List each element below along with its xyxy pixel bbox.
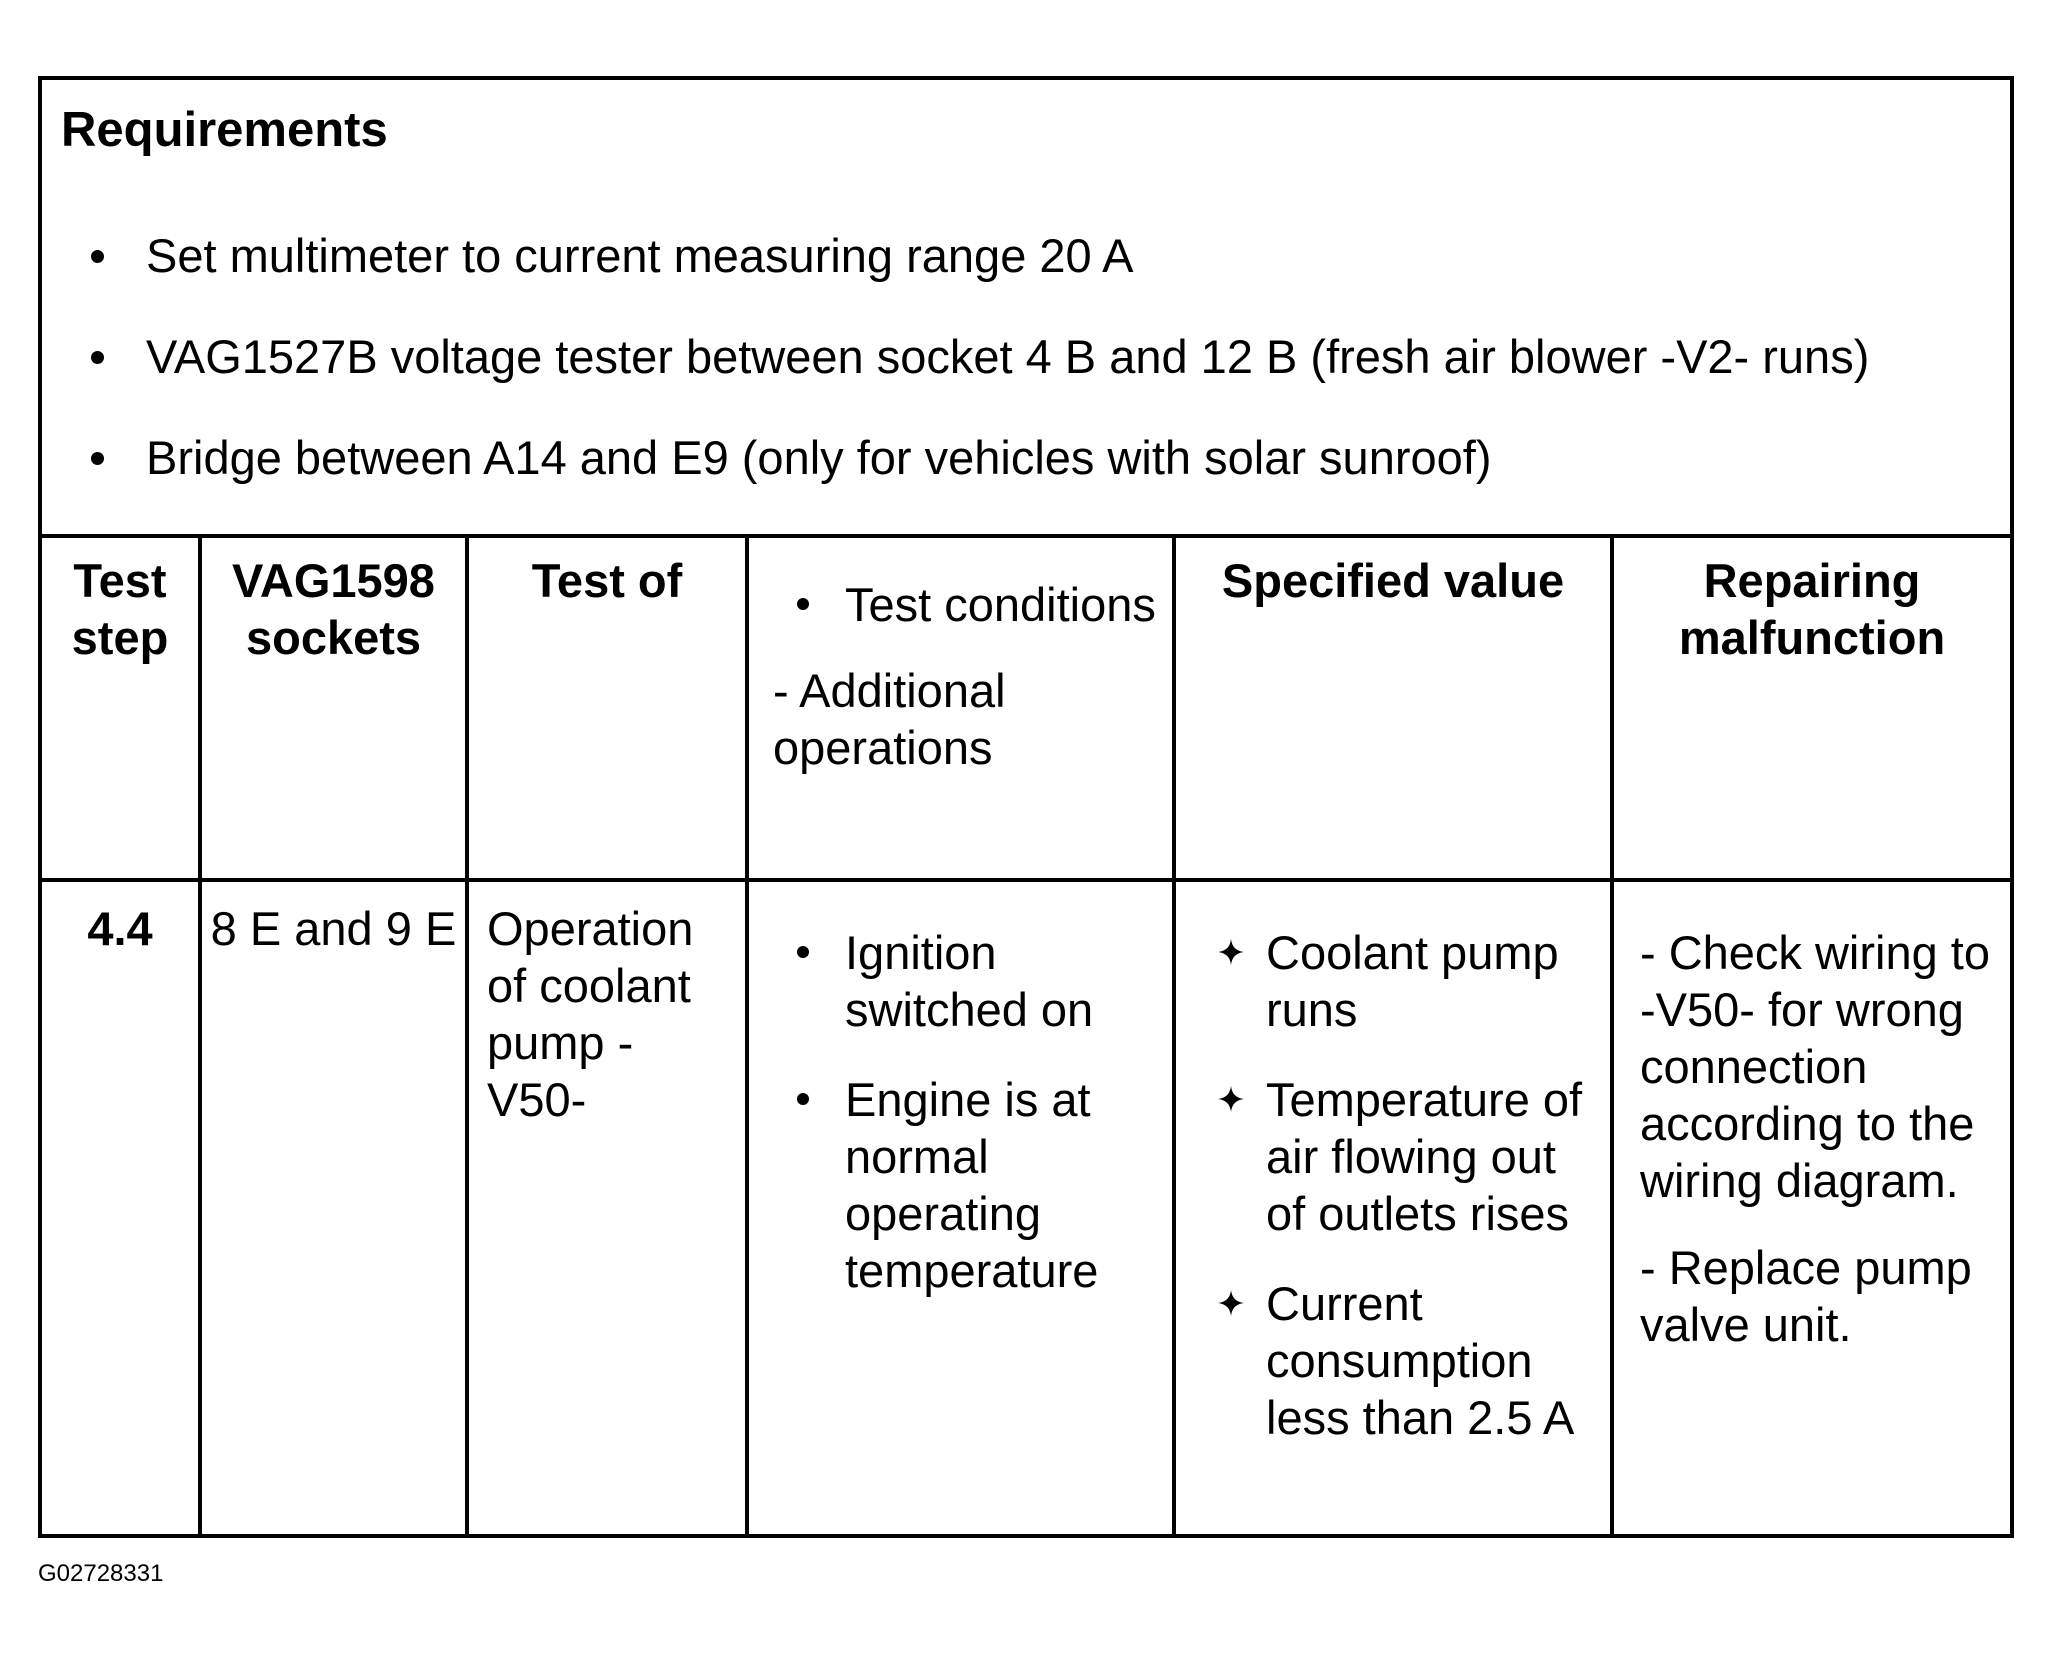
requirement-item: Set multimeter to current measuring rang… bbox=[42, 226, 1869, 327]
column-divider bbox=[465, 534, 469, 1534]
specified-values-list: Coolant pump runs Temperature of air flo… bbox=[1194, 924, 1600, 1446]
header-test-step: Test step bbox=[71, 554, 169, 664]
specified-value-text: Temperature of air flowing out of outlet… bbox=[1266, 1073, 1583, 1240]
requirement-item: VAG1527B voltage tester between socket 4… bbox=[42, 327, 1869, 428]
bullet-icon bbox=[797, 598, 809, 610]
requirements-title: Requirements bbox=[61, 103, 388, 157]
header-conditions-item: Test conditions bbox=[773, 576, 1172, 633]
diamond-bullet-icon bbox=[1218, 1086, 1244, 1112]
requirements-list: Set multimeter to current measuring rang… bbox=[42, 226, 1869, 529]
cell-repairing-malfunction: - Check wiring to -V50- for wrong connec… bbox=[1614, 924, 2010, 1383]
bullet-icon bbox=[797, 1093, 809, 1105]
header-repairing-malfunction: Repairing malfunction bbox=[1678, 554, 1946, 664]
cell-test-of: Operation of coolant pump - V50- bbox=[487, 902, 694, 1126]
procedure-table-frame: Requirements Set multimeter to current m… bbox=[38, 76, 2014, 1538]
header-specified-value: Specified value bbox=[1221, 554, 1565, 607]
column-divider bbox=[1172, 534, 1176, 1534]
specified-value-text: Coolant pump runs bbox=[1266, 926, 1559, 1036]
bullet-icon bbox=[91, 351, 104, 364]
specified-value-item: Current consumption less than 2.5 A bbox=[1194, 1275, 1600, 1446]
figure-id: G02728331 bbox=[38, 1560, 164, 1587]
cell-test-step: 4.4 bbox=[87, 902, 153, 955]
header-conditions-text: Test conditions bbox=[845, 578, 1156, 631]
header-test-conditions: Test conditions - Additional operations bbox=[749, 576, 1172, 776]
row-divider bbox=[42, 878, 2010, 882]
column-divider bbox=[1610, 534, 1614, 1534]
specified-value-item: Temperature of air flowing out of outlet… bbox=[1194, 1071, 1600, 1242]
bullet-icon bbox=[91, 250, 104, 263]
test-table: Test step VAG1598 sockets Test of Test c… bbox=[42, 534, 2010, 1534]
bullet-icon bbox=[797, 946, 809, 958]
column-divider bbox=[198, 534, 202, 1534]
requirements-section: Requirements Set multimeter to current m… bbox=[42, 80, 2010, 538]
specified-value-item: Coolant pump runs bbox=[1194, 924, 1600, 1038]
repair-step: - Check wiring to -V50- for wrong connec… bbox=[1640, 926, 1990, 1207]
requirement-text: VAG1527B voltage tester between socket 4… bbox=[146, 330, 1870, 383]
requirement-text: Bridge between A14 and E9 (only for vehi… bbox=[146, 431, 1492, 484]
bullet-icon bbox=[91, 452, 104, 465]
header-conditions-list: Test conditions bbox=[773, 576, 1172, 633]
condition-text: Ignition switched on bbox=[845, 926, 1094, 1036]
requirement-text: Set multimeter to current measuring rang… bbox=[146, 229, 1134, 282]
diamond-bullet-icon bbox=[1218, 1290, 1244, 1316]
specified-value-text: Current consumption less than 2.5 A bbox=[1266, 1277, 1575, 1444]
header-additional-operations: - Additional operations bbox=[773, 664, 1006, 774]
diamond-bullet-icon bbox=[1218, 939, 1244, 965]
conditions-list: Ignition switched on Engine is at normal… bbox=[773, 924, 1166, 1299]
header-sockets: VAG1598 sockets bbox=[232, 554, 435, 664]
header-test-of: Test of bbox=[531, 554, 683, 607]
condition-text: Engine is at normal operating temperatur… bbox=[845, 1073, 1099, 1297]
condition-item: Ignition switched on bbox=[773, 924, 1166, 1038]
column-divider bbox=[745, 534, 749, 1534]
condition-item: Engine is at normal operating temperatur… bbox=[773, 1071, 1166, 1299]
cell-test-conditions: Ignition switched on Engine is at normal… bbox=[749, 924, 1172, 1332]
requirement-item: Bridge between A14 and E9 (only for vehi… bbox=[42, 428, 1869, 529]
cell-specified-values: Coolant pump runs Temperature of air flo… bbox=[1176, 924, 1610, 1479]
repair-step: - Replace pump valve unit. bbox=[1640, 1241, 1972, 1351]
cell-sockets: 8 E and 9 E bbox=[210, 902, 457, 955]
